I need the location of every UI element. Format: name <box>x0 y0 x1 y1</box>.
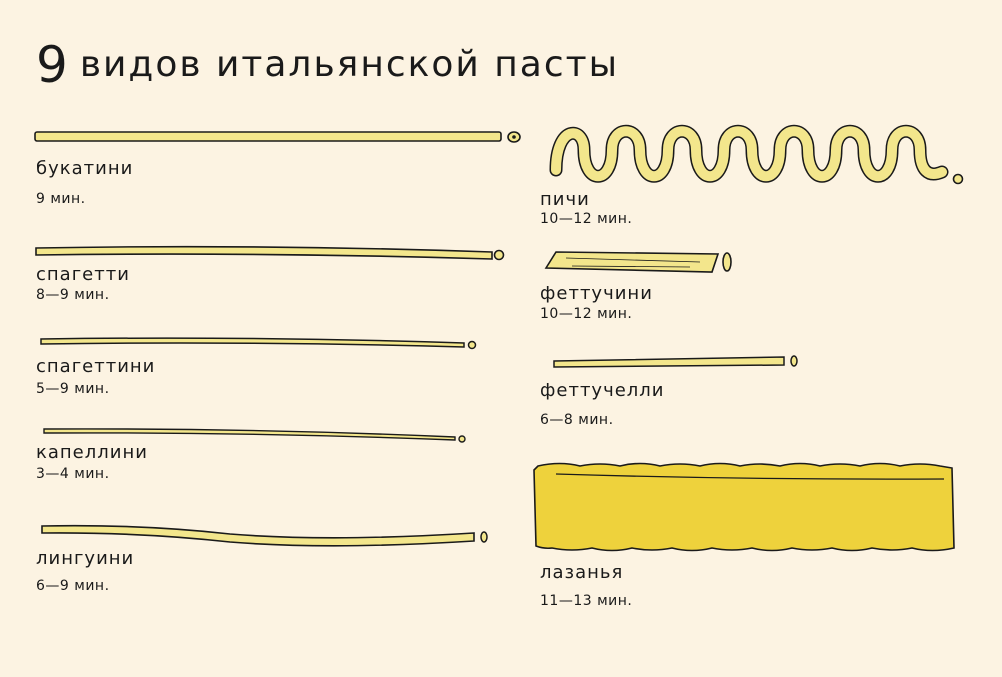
capellini-illustration <box>43 428 466 443</box>
cook-time-linguine: 6—9 мин. <box>36 578 110 594</box>
pasta-name-fettuccine: феттучини <box>540 283 653 304</box>
cook-time-fettuccine: 10—12 мин. <box>540 306 633 322</box>
pasta-name-fettuccelle: феттучелли <box>540 380 665 401</box>
lasagna-illustration <box>533 462 955 552</box>
pasta-name-pici: пичи <box>540 189 590 210</box>
bucatini-illustration <box>34 131 521 143</box>
cook-time-capellini: 3—4 мин. <box>36 466 110 482</box>
pasta-name-bucatini: букатини <box>36 158 134 179</box>
pasta-name-capellini: капеллини <box>36 442 148 463</box>
cook-time-bucatini: 9 мин. <box>36 191 86 207</box>
fettuccelle-illustration <box>553 355 798 368</box>
pasta-name-lasagna: лазанья <box>540 562 624 583</box>
title-text: видов итальянской пасты <box>79 44 620 85</box>
linguine-illustration <box>41 524 488 547</box>
fettuccine-illustration <box>544 251 732 273</box>
pasta-name-spaghettini: спагеттини <box>36 356 156 377</box>
cook-time-fettuccelle: 6—8 мин. <box>540 412 614 428</box>
spaghettini-illustration <box>40 337 477 350</box>
title-number: 9 <box>36 36 70 94</box>
pici-illustration <box>549 124 964 185</box>
pasta-name-spaghetti: спагетти <box>36 264 130 285</box>
spaghetti-illustration <box>35 245 505 261</box>
pasta-name-linguine: лингуини <box>36 548 135 569</box>
cook-time-spaghettini: 5—9 мин. <box>36 381 110 397</box>
cook-time-lasagna: 11—13 мин. <box>540 593 633 609</box>
cook-time-spaghetti: 8—9 мин. <box>36 287 110 303</box>
cook-time-pici: 10—12 мин. <box>540 211 633 227</box>
